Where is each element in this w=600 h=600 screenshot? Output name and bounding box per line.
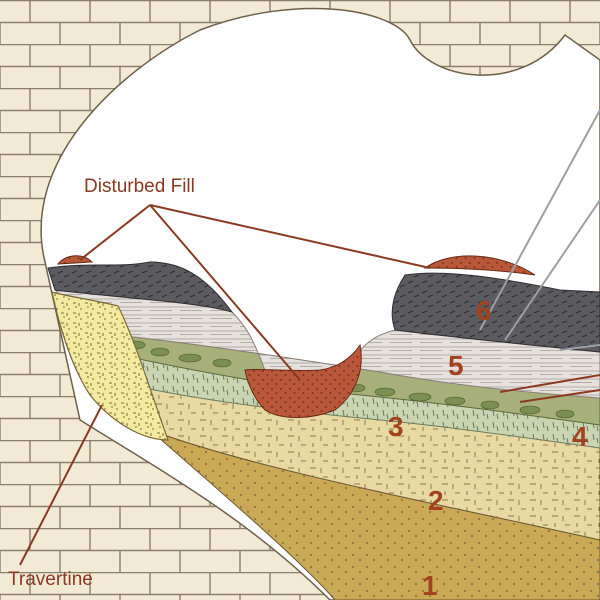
layer-number-5: 5: [448, 350, 464, 381]
disturbed-fill-label: Disturbed Fill: [84, 176, 195, 197]
layer-number-1: 1: [422, 570, 438, 600]
layer-number-6: 6: [476, 295, 492, 326]
travertine-label: Travertine: [8, 569, 93, 590]
layer-number-4: 4: [572, 421, 588, 452]
layer-number-3: 3: [388, 411, 404, 442]
layer-number-2: 2: [428, 485, 444, 516]
